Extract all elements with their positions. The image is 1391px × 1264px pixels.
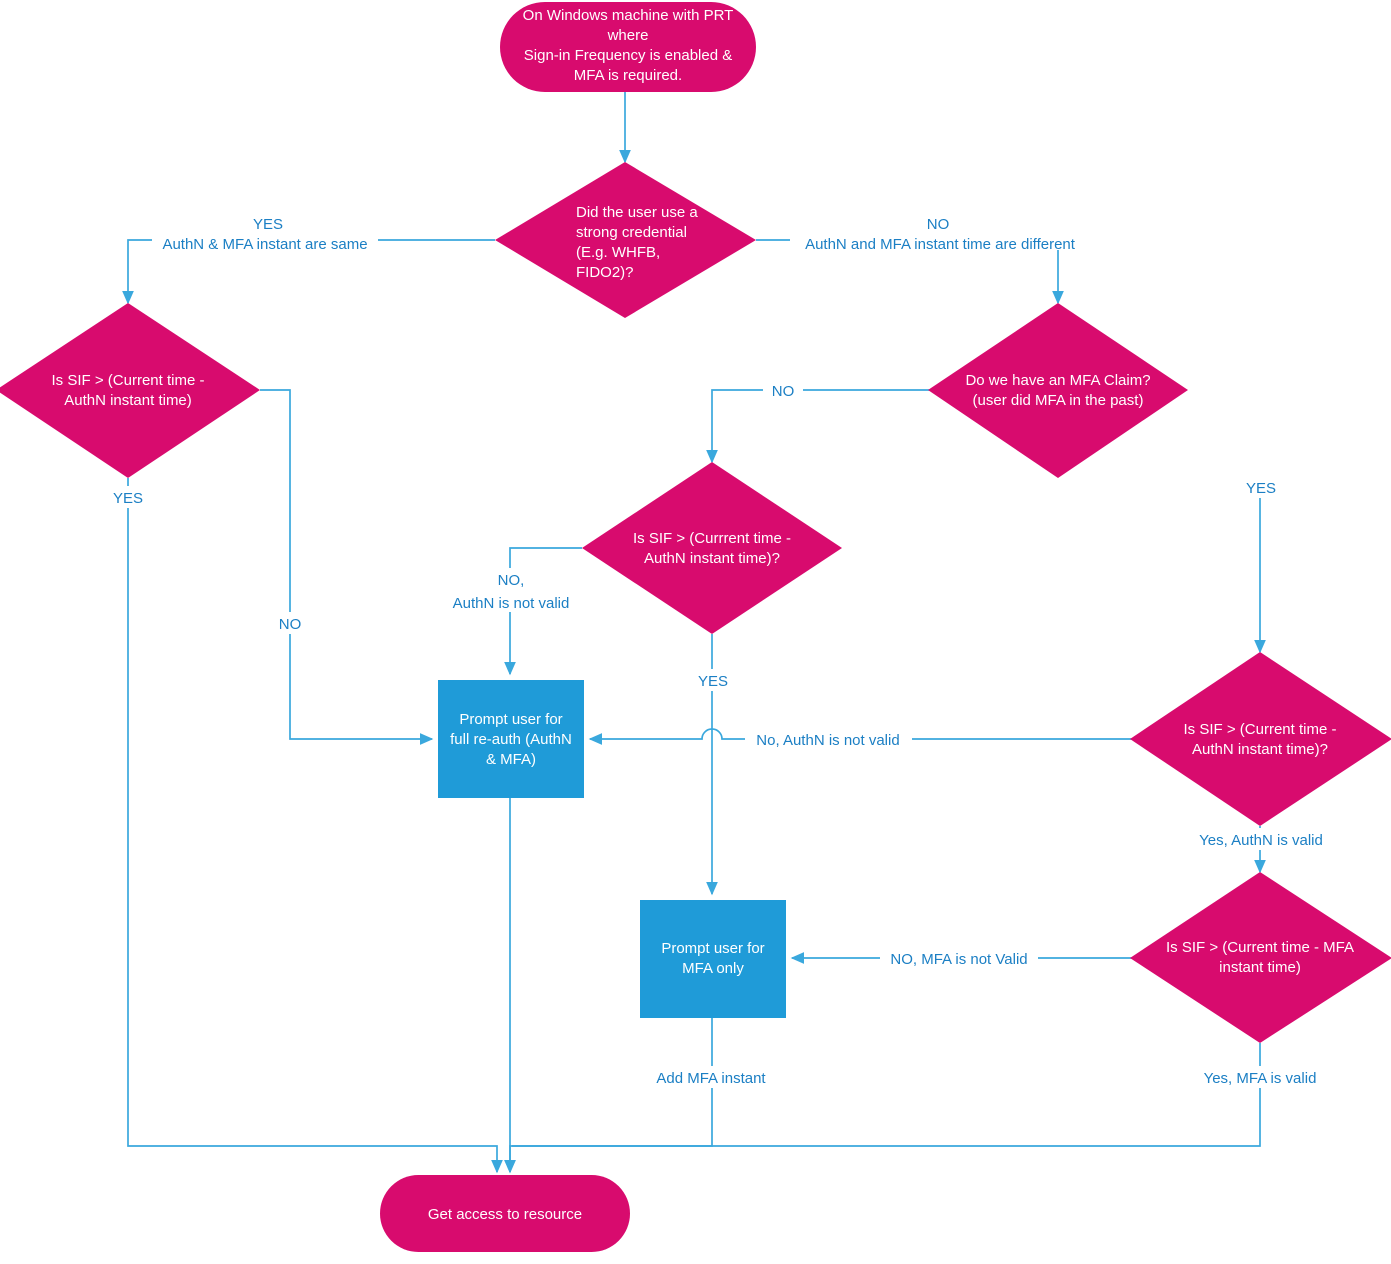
node-sif-authn-left: Is SIF > (Current time - AuthN instant t… [0,303,260,478]
strong-credential-line-1: Did the user use a [576,204,698,221]
label-bg [270,612,310,634]
label-no-diff-line-1: NO [927,216,950,233]
node-mfa-claim: Do we have an MFA Claim? (user did MFA i… [928,303,1188,478]
label-claim-no: NO [772,383,795,400]
sif-authn-right-line-2: AuthN instant time)? [1192,741,1328,758]
mfa-claim-shape [928,303,1188,478]
sif-authn-left-line-1: Is SIF > (Current time - [52,372,205,389]
get-access-shape [380,1175,630,1252]
prompt-full-reauth-line-2: full re-auth (AuthN [450,731,572,748]
edge-label-right-yes-mfa: Yes, MFA is valid [1190,1066,1330,1088]
label-left-no: NO [279,616,302,633]
label-bg [880,948,1038,969]
edge-left-sif-yes [127,478,503,1174]
edge-right-sif-authn-no [588,728,1132,745]
label-bg [1186,828,1336,850]
edge-prompt-mfa-only-to-access [504,1018,713,1174]
prompt-full-reauth-line-1: Prompt user for [459,711,562,728]
sif-mfa-right-shape [1130,872,1391,1043]
edge-label-left-yes: YES [106,486,150,508]
label-claim-yes: YES [1246,480,1276,497]
label-add-mfa-instant: Add MFA instant [656,1070,766,1087]
sif-mfa-right-line-2: instant time) [1219,959,1301,976]
sif-authn-middle-line-2: AuthN instant time)? [644,550,780,567]
label-right-yes-authn: Yes, AuthN is valid [1199,832,1323,849]
start-line-1: On Windows machine with PRT [523,7,734,24]
sif-authn-right-line-1: Is SIF > (Current time - [1184,721,1337,738]
node-sif-authn-middle: Is SIF > (Currrent time - AuthN instant … [582,462,842,634]
label-right-no-mfa: NO, MFA is not Valid [890,951,1027,968]
edge-label-right-yes-authn: Yes, AuthN is valid [1186,828,1336,850]
node-get-access: Get access to resource [380,1175,630,1252]
mfa-claim-line-1: Do we have an MFA Claim? [965,372,1150,389]
edge-label-middle-yes: YES [690,669,736,691]
get-access-line-1: Get access to resource [428,1206,582,1223]
sif-authn-right-shape [1130,652,1391,826]
label-yes-same-line-2: AuthN & MFA instant are same [162,236,367,253]
edges [122,92,1266,1174]
strong-credential-line-4: FIDO2)? [576,264,634,281]
label-bg [437,568,585,612]
label-bg [1238,476,1284,498]
edge-middle-sif-no [504,547,582,676]
node-sif-mfa-right: Is SIF > (Current time - MFA instant tim… [1130,872,1391,1043]
sif-authn-middle-line-1: Is SIF > (Currrent time - [633,530,791,547]
sif-authn-left-line-2: AuthN instant time) [64,392,192,409]
node-prompt-full-reauth: Prompt user for full re-auth (AuthN & MF… [438,680,584,798]
label-bg [690,669,736,691]
start-line-2: where [607,27,649,44]
prompt-mfa-only-shape [640,900,786,1018]
edge-sif-mfa-yes [512,1043,1261,1147]
strong-credential-shape [495,162,756,318]
start-line-3: Sign-in Frequency is enabled & [524,47,732,64]
edge-mfa-claim-no [706,389,930,464]
label-left-yes: YES [113,490,143,507]
sif-authn-middle-shape [582,462,842,634]
edge-label-left-no: NO [270,612,310,634]
start-line-4: MFA is required. [574,67,682,84]
label-right-yes-mfa: Yes, MFA is valid [1204,1070,1317,1087]
prompt-mfa-only-line-2: MFA only [682,960,744,977]
node-start: On Windows machine with PRT where Sign-i… [500,2,756,92]
label-middle-no-line-2: AuthN is not valid [453,595,570,612]
label-bg [1190,1066,1330,1088]
edge-left-sif-no [260,389,434,745]
edge-label-claim-yes: YES [1238,476,1284,498]
prompt-full-reauth-line-3: & MFA) [486,751,536,768]
node-prompt-mfa-only: Prompt user for MFA only [640,900,786,1018]
mfa-claim-line-2: (user did MFA in the past) [973,392,1144,409]
label-middle-yes: YES [698,673,728,690]
node-sif-authn-right: Is SIF > (Current time - AuthN instant t… [1130,652,1391,826]
label-bg [763,380,803,401]
strong-credential-line-3: (E.g. WHFB, [576,244,660,261]
label-bg [152,228,378,250]
prompt-mfa-only-line-1: Prompt user for [661,940,764,957]
strong-credential-line-2: strong credential [576,224,687,241]
start-shape [500,2,756,92]
sif-mfa-right-line-1: Is SIF > (Current time - MFA [1166,939,1354,956]
prompt-full-reauth-shape [438,680,584,798]
edge-label-middle-no: NO, AuthN is not valid [437,568,585,612]
label-right-no-authn: No, AuthN is not valid [756,732,899,749]
label-middle-no-line-1: NO, [498,572,525,589]
label-yes-same-line-1: YES [253,216,283,233]
sif-authn-left-shape [0,303,260,478]
label-no-diff-line-2: AuthN and MFA instant time are different [805,236,1076,253]
edge-label-no-authn-mfa-different: NO AuthN and MFA instant time are differ… [790,216,1090,253]
label-bg [745,729,912,750]
label-bg [644,1066,778,1088]
edge-label-add-mfa-instant: Add MFA instant [644,1066,778,1088]
label-bg [106,486,150,508]
node-strong-credential: Did the user use a strong credential (E.… [495,162,756,318]
edge-label-yes-authn-mfa-same: YES AuthN & MFA instant are same [152,216,378,253]
edge-label-right-no-mfa: NO, MFA is not Valid [880,948,1038,969]
edge-label-claim-no: NO [763,380,803,401]
edge-label-right-no-authn: No, AuthN is not valid [745,729,912,750]
label-bg [790,228,1090,250]
